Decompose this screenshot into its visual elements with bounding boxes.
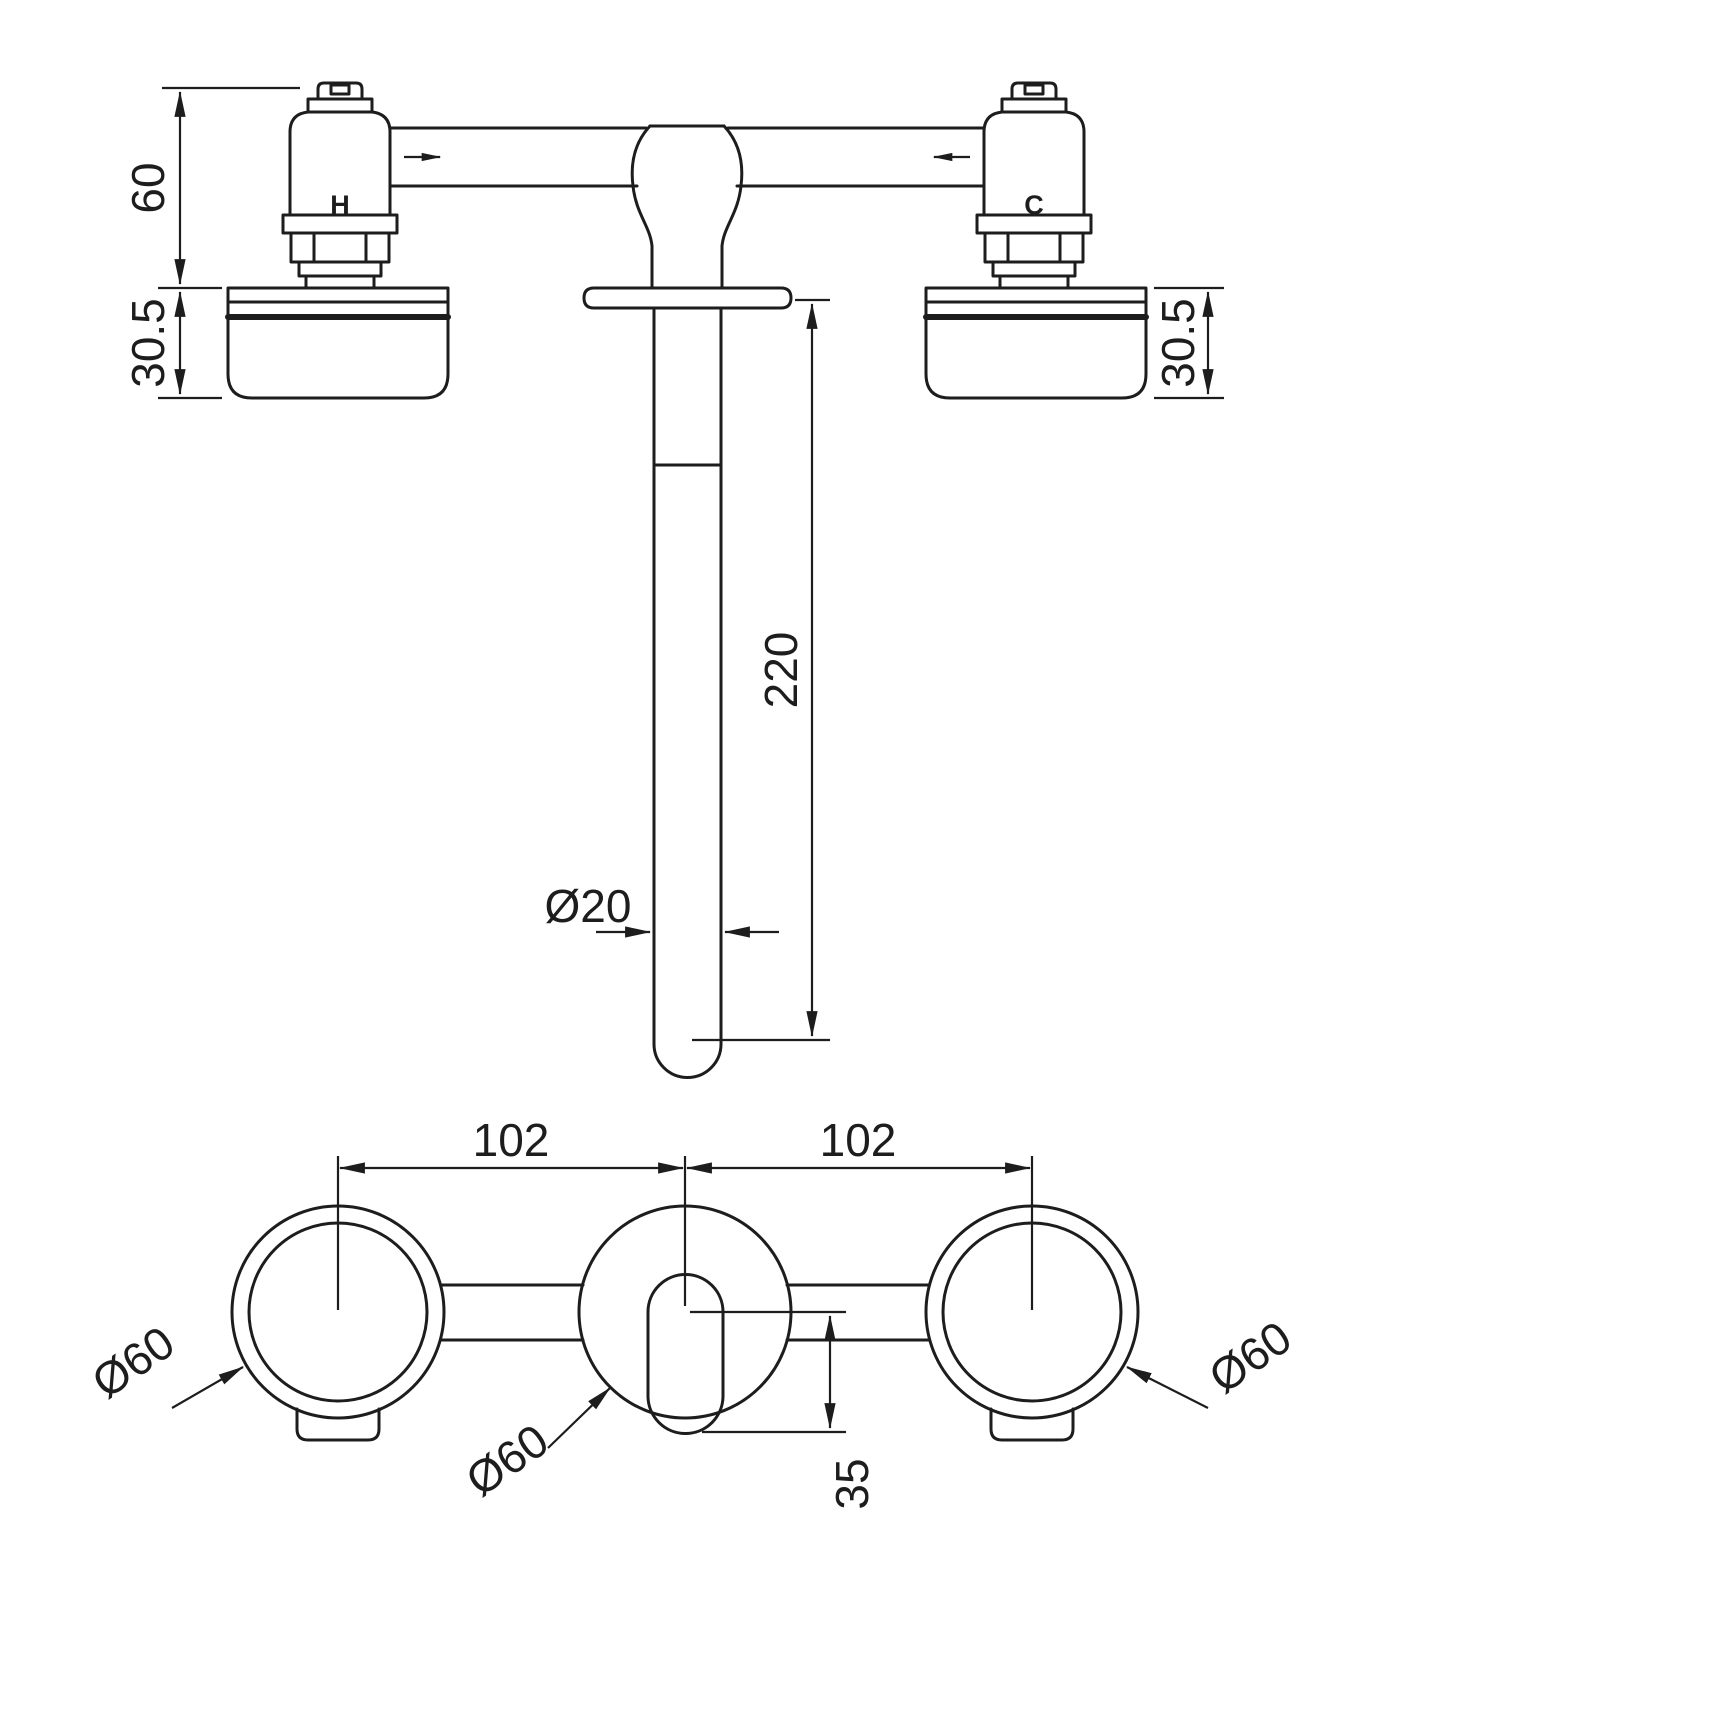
cold-valve-assembly <box>728 83 1091 288</box>
dim-outlet-offset: 35 <box>690 1310 878 1510</box>
dim-label-60: 60 <box>122 162 174 213</box>
dim-trim-diameter-center: Ø60 <box>456 1387 611 1506</box>
dim-trim-diameter-right: Ø60 <box>1126 1311 1301 1409</box>
dim-label-35: 35 <box>826 1458 878 1509</box>
plan-view: 102 102 35 Ø60 Ø60 Ø60 <box>82 1114 1300 1510</box>
dim-trim-depth-right: 30.5 <box>1152 286 1224 400</box>
dim-label-102-left: 102 <box>473 1114 550 1166</box>
dim-spout-length: 220 <box>692 298 830 1042</box>
dim-label-30-5-right: 30.5 <box>1152 298 1204 388</box>
dim-label-30-5-left: 30.5 <box>122 298 174 388</box>
spout <box>652 306 723 1079</box>
dim-label-d60-right: Ø60 <box>1199 1311 1300 1403</box>
cold-valve-label: C <box>1024 190 1044 220</box>
dim-trim-depth-left: 30.5 <box>122 290 222 400</box>
wall-plate <box>582 286 793 310</box>
mixer-body <box>630 124 744 290</box>
plan-manifold <box>439 1283 931 1342</box>
dim-label-d60-center: Ø60 <box>456 1414 557 1506</box>
front-view: H C 60 30.5 <box>122 83 1224 1079</box>
dim-label-220: 220 <box>755 632 807 709</box>
dim-label-d60-left: Ø60 <box>82 1316 183 1408</box>
dim-center-spacing-left: 102 <box>336 1114 687 1310</box>
dim-label-d20: Ø20 <box>545 880 632 932</box>
dim-center-spacing-right: 102 <box>685 1114 1034 1310</box>
dim-trim-diameter-left: Ø60 <box>82 1316 244 1409</box>
hot-valve-assembly <box>283 83 646 288</box>
cold-escutcheon <box>926 288 1146 398</box>
dim-label-102-right: 102 <box>820 1114 897 1166</box>
dim-valve-height: 60 <box>122 86 300 290</box>
hot-escutcheon <box>228 288 448 398</box>
dim-spout-diameter: Ø20 <box>545 880 779 938</box>
hot-valve-label: H <box>330 190 350 220</box>
